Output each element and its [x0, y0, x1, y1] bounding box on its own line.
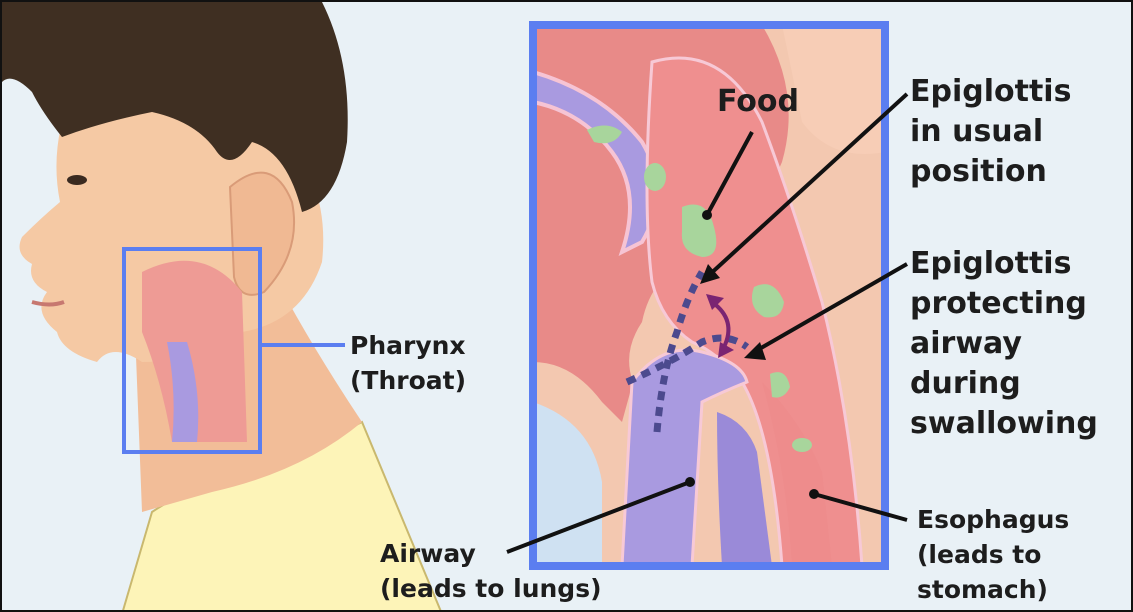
label-line: Epiglottis — [910, 244, 1098, 284]
label-esophagus: Esophagus (leads to stomach) — [917, 502, 1069, 607]
label-line: (leads to — [917, 537, 1069, 572]
food-piece — [792, 438, 812, 452]
label-line: stomach) — [917, 572, 1069, 607]
label-line: (Throat) — [350, 363, 466, 398]
label-line: position — [910, 152, 1071, 192]
label-epiglottis-protecting: Epiglottis protecting airway during swal… — [910, 244, 1098, 444]
food-dot — [702, 210, 712, 220]
label-line: Airway — [380, 536, 602, 571]
label-line: Epiglottis — [910, 72, 1071, 112]
label-line: swallowing — [910, 404, 1098, 444]
boy-eye — [67, 175, 87, 185]
label-line: Pharynx — [350, 328, 466, 363]
label-line: Esophagus — [917, 502, 1069, 537]
label-airway: Airway (leads to lungs) — [380, 536, 602, 606]
label-epiglottis-usual: Epiglottis in usual position — [910, 72, 1071, 192]
label-line: protecting — [910, 284, 1098, 324]
label-line: (leads to lungs) — [380, 571, 602, 606]
label-line: during — [910, 364, 1098, 404]
boy-figure — [2, 2, 442, 612]
food-piece — [644, 163, 666, 191]
esophagus-dot — [809, 489, 819, 499]
label-line: airway — [910, 324, 1098, 364]
label-line: in usual — [910, 112, 1071, 152]
label-food: Food — [717, 82, 799, 122]
airway-dot — [685, 477, 695, 487]
label-pharynx: Pharynx (Throat) — [350, 328, 466, 398]
label-food-text: Food — [717, 82, 799, 122]
